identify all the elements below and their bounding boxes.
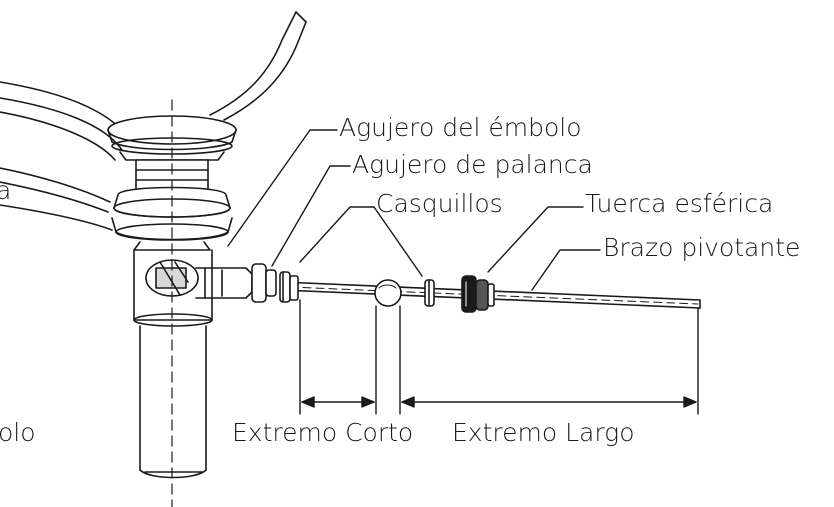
tailpiece [133, 249, 213, 479]
sink-body [0, 167, 113, 231]
ball-nut [461, 275, 495, 313]
label-lever-hole: Agujero de palanca [352, 150, 593, 179]
label-pivot-arm: Brazo pivotante [603, 233, 801, 262]
label-cut-left-upper: a [0, 176, 12, 205]
rod-ball [374, 279, 402, 307]
bushing-2 [424, 279, 435, 307]
label-bushings: Casquillos [376, 189, 503, 218]
label-plunger-hole: Agujero del émbolo [339, 113, 582, 142]
label-cut-left-lower: olo [0, 418, 36, 447]
label-ball-nut: Tuerca esférica [585, 189, 774, 218]
pivot-housing [145, 259, 277, 303]
leader-lines [227, 129, 601, 291]
dimension-lines [299, 299, 699, 415]
bushing-1 [279, 271, 299, 303]
label-long-end: Extremo Largo [452, 418, 635, 447]
label-short-end: Extremo Corto [232, 418, 414, 447]
